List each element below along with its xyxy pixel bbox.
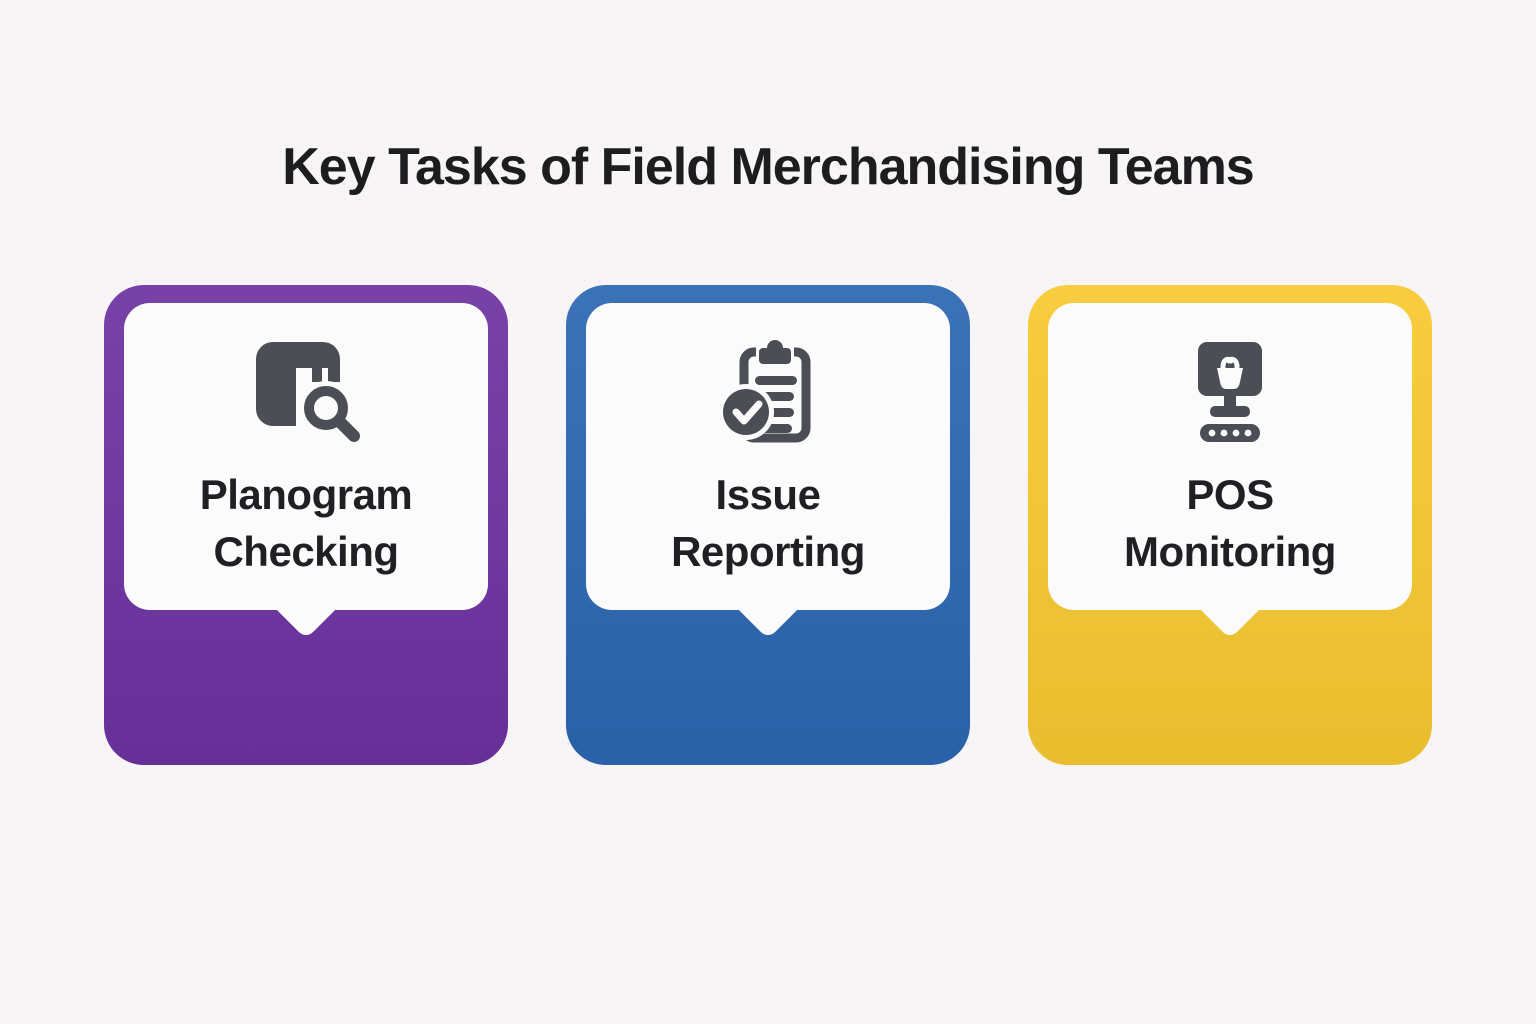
clipboard-check-icon bbox=[712, 331, 824, 451]
card-label-line: Monitoring bbox=[1124, 527, 1336, 575]
card-label: Issue Reporting bbox=[671, 467, 865, 580]
card-planogram-checking: Planogram Checking bbox=[104, 285, 508, 765]
pos-terminal-icon bbox=[1174, 331, 1286, 451]
planogram-search-icon bbox=[250, 331, 362, 451]
card-label-line: Issue bbox=[715, 471, 821, 518]
card-label: POS Monitoring bbox=[1124, 467, 1336, 580]
page-title: Key Tasks of Field Merchandising Teams bbox=[282, 137, 1254, 196]
card-issue-reporting: Issue Reporting bbox=[566, 285, 970, 765]
card-label: Planogram Checking bbox=[200, 467, 413, 580]
card-bubble: Issue Reporting bbox=[586, 303, 950, 640]
card-label-line: POS bbox=[1186, 471, 1274, 518]
card-label-line: Planogram bbox=[199, 471, 413, 518]
card-label-line: Checking bbox=[213, 527, 399, 575]
card-pos-monitoring: POS Monitoring bbox=[1028, 285, 1432, 765]
bubble-content: POS Monitoring bbox=[1048, 303, 1412, 610]
card-bubble: POS Monitoring bbox=[1048, 303, 1412, 640]
card-bubble: Planogram Checking bbox=[124, 303, 488, 640]
bubble-content: Issue Reporting bbox=[586, 303, 950, 610]
card-label-line: Reporting bbox=[671, 527, 865, 575]
bubble-content: Planogram Checking bbox=[124, 303, 488, 610]
